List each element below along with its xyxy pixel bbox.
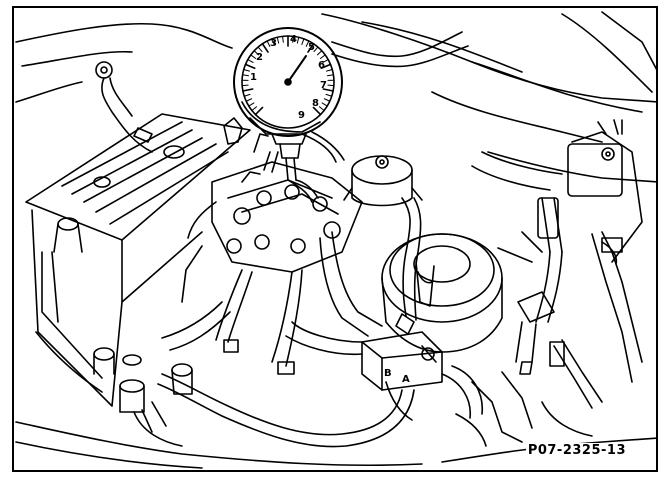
gauge-scale-label: 1 [250, 72, 257, 83]
body-panels [15, 11, 656, 143]
fuel-distributor [181, 117, 363, 303]
gauge-tick [305, 40, 310, 47]
gauge-scale-label: 8 [312, 98, 319, 109]
gauge-tick [319, 54, 326, 59]
gauge-scale-label: 4 [290, 34, 297, 45]
gauge-tick [261, 42, 269, 53]
gauge-tick [316, 50, 323, 56]
gauge-tick [282, 35, 284, 43]
throttle-housing [381, 233, 503, 353]
gauge-tick [323, 98, 331, 102]
gauge-scale-label: 5 [308, 42, 315, 53]
gauge-tick [307, 42, 315, 53]
gauge-tick [248, 102, 255, 107]
gauge-tick [257, 46, 263, 53]
gauge-ticks [241, 35, 335, 116]
gauge-tick [296, 36, 300, 44]
gauge-tick [292, 35, 294, 43]
gauge-tick [325, 93, 333, 97]
gauge-tick [243, 69, 251, 72]
gauge-tick [242, 74, 249, 77]
gauge-tick [312, 106, 322, 116]
gauge-tick [276, 36, 280, 44]
gauge-scale-label: 7 [320, 80, 327, 91]
gauge-tick [266, 40, 271, 47]
reservoir-cap [343, 155, 423, 207]
injector-fittings-left [93, 347, 193, 447]
pressure-gauge: 1 2 3 4 5 6 7 8 9 [233, 27, 343, 203]
gauge-tick [253, 50, 260, 56]
gauge-tick [327, 74, 334, 77]
engine-bay-line-art: 1 2 3 4 5 6 7 8 9 [15, 11, 656, 469]
gauge-scale-label: 2 [256, 52, 263, 63]
gauge-needle [287, 55, 307, 83]
gauge-tick [301, 38, 305, 45]
gauge-scale-label: 9 [298, 110, 305, 121]
top-left-lead [95, 61, 153, 153]
gauge-tick [251, 106, 258, 111]
test-hose-lower [157, 365, 484, 448]
fender-right [471, 61, 656, 263]
gauge-scale-label: 6 [318, 60, 325, 71]
gauge-tick [247, 59, 254, 63]
valve-cover [25, 113, 251, 407]
gauge-hose-top [301, 31, 469, 163]
gauge-tick [313, 46, 319, 53]
gauge-tick [242, 88, 254, 92]
connecting-lines [161, 231, 383, 375]
figure-reference-code: P07-2325-13 [525, 443, 628, 458]
right-hoses [471, 151, 643, 409]
gauge-tick [320, 63, 332, 70]
gauge-tick [250, 54, 257, 59]
gauge-tick [322, 59, 329, 63]
gauge-tick [271, 38, 275, 45]
gauge-tick [318, 106, 325, 111]
gauge-tick [321, 102, 328, 107]
gauge-tick [325, 69, 333, 72]
valve-port-label-a: A [402, 374, 410, 385]
gauge-tick [322, 88, 334, 92]
gauge-tick [254, 106, 264, 116]
gauge-tick [243, 93, 251, 97]
figure-frame: 1 2 3 4 5 6 7 8 9 [12, 6, 658, 472]
gauge-scale-label: 3 [270, 38, 277, 49]
gauge-tick [245, 98, 253, 102]
valve-port-label-b: B [384, 368, 392, 379]
gauge-tick [244, 63, 256, 70]
bottom-structure [15, 371, 656, 469]
